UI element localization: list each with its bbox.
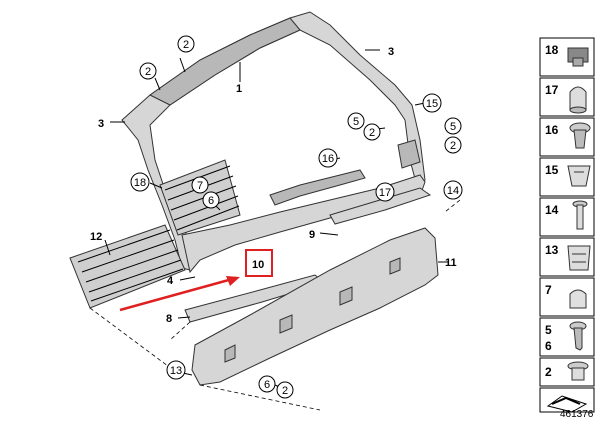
highlight-box: [245, 249, 273, 277]
callout-c16: 16: [318, 148, 338, 168]
grommet-icon: [567, 361, 589, 381]
side-parts-legend: 18 17 16 15: [539, 37, 595, 413]
callout-c14: 14: [443, 180, 463, 200]
svg-text:12: 12: [90, 231, 102, 243]
side-part-label-6: 6: [545, 339, 552, 353]
callout-c11: 11: [445, 257, 457, 269]
svg-text:15: 15: [545, 163, 559, 177]
callout-c18: 18: [130, 172, 150, 192]
svg-text:10: 10: [252, 259, 264, 271]
svg-text:2: 2: [369, 127, 375, 139]
bottom-cover-11: [191, 227, 439, 386]
svg-text:16: 16: [545, 123, 559, 137]
callout-c12: 12: [90, 231, 102, 243]
push-pin-icon: [572, 200, 588, 230]
callout-c6a: 6: [202, 191, 220, 209]
svg-text:17: 17: [379, 187, 391, 199]
side-part-15: 15: [539, 157, 595, 197]
side-part-16: 16: [539, 117, 595, 157]
side-part-14: 14: [539, 197, 595, 237]
callout-c2c: 2: [363, 123, 381, 141]
svg-text:13: 13: [170, 365, 182, 377]
callout-c10: 10: [245, 249, 273, 277]
svg-text:2: 2: [282, 385, 288, 397]
cap-icon: [569, 86, 587, 114]
clip-nut-icon: [567, 47, 589, 67]
side-part-13: 13: [539, 237, 595, 277]
side-part-label-5: 5: [545, 323, 552, 337]
svg-text:5: 5: [450, 121, 456, 133]
svg-text:16: 16: [322, 153, 334, 165]
callout-c1: 1: [236, 83, 242, 95]
svg-text:18: 18: [545, 43, 559, 57]
grille-12: [69, 224, 186, 309]
callout-c9: 9: [309, 229, 315, 241]
svg-text:2: 2: [450, 140, 456, 152]
callout-c7: 7: [191, 176, 209, 194]
callout-c2b: 2: [139, 62, 157, 80]
svg-text:6: 6: [264, 379, 270, 391]
svg-text:4: 4: [167, 275, 174, 287]
callout-label: 1: [236, 83, 242, 95]
box-arrow-icon: [546, 395, 588, 413]
svg-text:6: 6: [208, 195, 214, 207]
side-part-5-6: 5 6: [539, 317, 595, 357]
side-part-18: 18: [539, 37, 595, 77]
svg-text:3: 3: [98, 118, 104, 130]
callout-c13: 13: [166, 360, 186, 380]
side-part-box-arrow: [539, 387, 595, 413]
callout-c4: 4: [167, 275, 174, 287]
side-part-7: 7: [539, 277, 595, 317]
expanding-rivet-icon: [569, 122, 591, 149]
svg-text:17: 17: [545, 83, 559, 97]
reference-number: 461376: [560, 409, 594, 420]
pointer-arrow: [119, 276, 240, 312]
spring-clip-icon: [567, 165, 591, 187]
svg-text:14: 14: [447, 185, 459, 197]
callout-c2a: 2: [177, 35, 195, 53]
svg-text:5: 5: [353, 116, 359, 128]
callout-c15: 15: [422, 93, 442, 113]
callout-c5a: 5: [347, 112, 365, 130]
callout-c5b: 5: [444, 117, 462, 135]
callout-c8: 8: [166, 313, 172, 325]
cover-cap-icon: [569, 289, 587, 309]
screw-icon: [569, 321, 587, 351]
callout-c3a: 3: [388, 46, 394, 58]
side-part-17: 17: [539, 77, 595, 117]
svg-text:3: 3: [388, 46, 394, 58]
svg-text:15: 15: [426, 98, 438, 110]
svg-text:7: 7: [545, 283, 552, 297]
svg-text:8: 8: [166, 313, 172, 325]
svg-text:2: 2: [145, 66, 151, 78]
svg-text:9: 9: [309, 229, 315, 241]
side-part-2: 2: [539, 357, 595, 387]
callout-c2d: 2: [444, 136, 462, 154]
callout-c2e: 2: [276, 381, 294, 399]
svg-text:11: 11: [445, 257, 457, 269]
svg-text:7: 7: [197, 180, 203, 192]
svg-text:18: 18: [134, 177, 146, 189]
svg-text:2: 2: [545, 365, 552, 379]
callout-c17: 17: [375, 182, 395, 202]
callout-c3b: 3: [98, 118, 104, 130]
svg-text:13: 13: [545, 243, 559, 257]
tailgate-upper-trim: [121, 11, 426, 271]
clip-icon: [567, 245, 591, 271]
svg-text:2: 2: [183, 39, 189, 51]
callout-c6b: 6: [258, 375, 276, 393]
svg-text:14: 14: [545, 203, 559, 217]
